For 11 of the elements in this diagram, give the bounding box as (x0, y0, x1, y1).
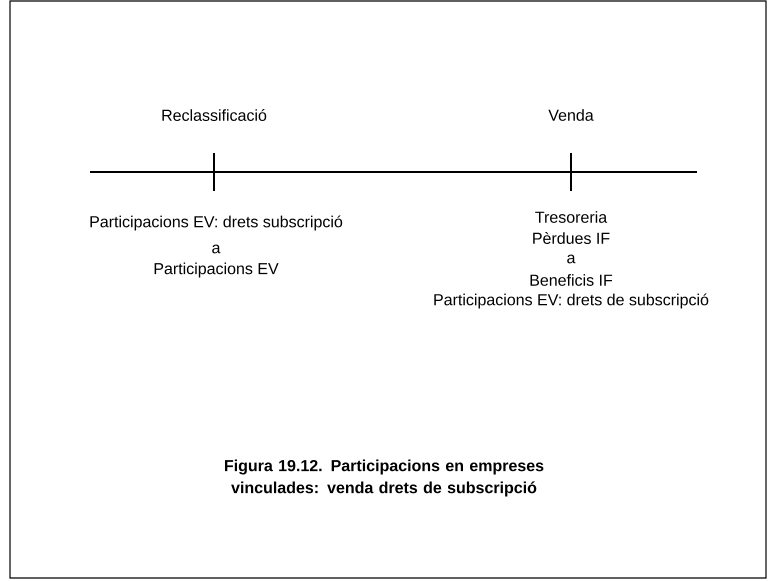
event-label: Reclassificació (162, 109, 266, 121)
entry-text: Participacions EV (154, 262, 279, 278)
caption: Figura 19.12. Participacions en empreses vinculades: venda drets de subscripció (225, 460, 544, 496)
entry-text: a (212, 244, 220, 254)
entry-text: a (567, 254, 576, 264)
entry-text: Pèrdues IF (533, 232, 610, 244)
event-label: Venda (548, 109, 594, 121)
entry-text: Participacions EV: drets de subscripció (434, 293, 708, 309)
entry-text: Participacions EV: drets subscripció (90, 215, 342, 231)
entry-text: Tresoreria (535, 211, 608, 223)
entry-text: Beneficis IF (530, 274, 612, 286)
